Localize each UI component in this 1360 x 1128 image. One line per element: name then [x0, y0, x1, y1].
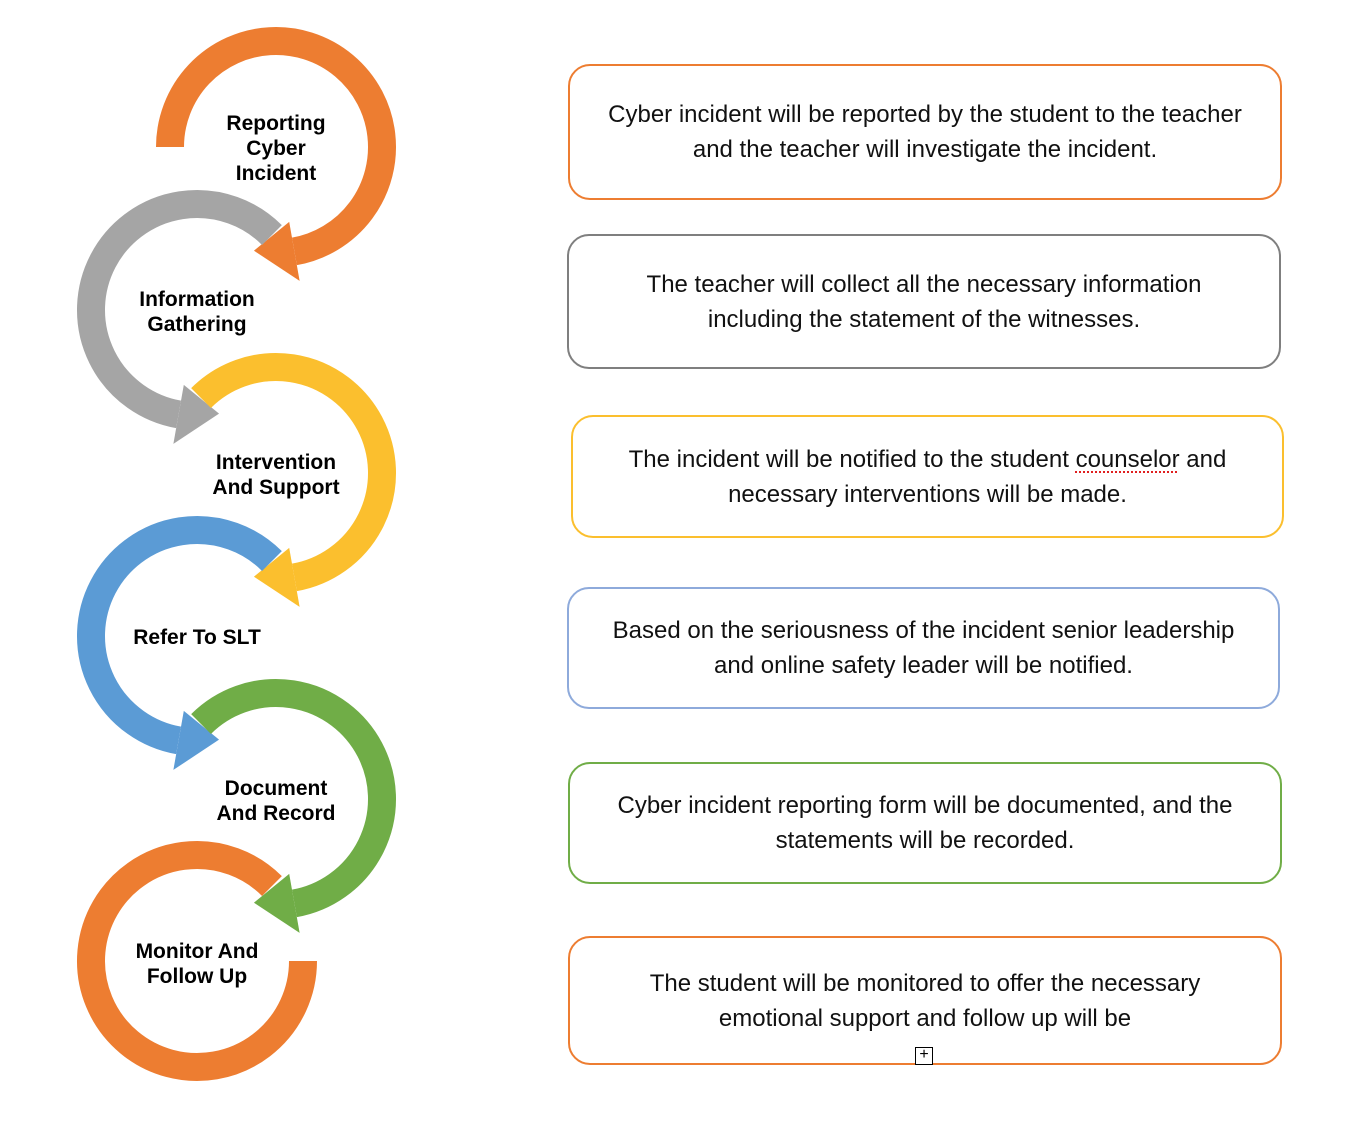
arrowhead-refer [173, 710, 220, 770]
arrowhead-document [253, 873, 300, 933]
description-box-refer: Based on the seriousness of the incident… [567, 587, 1280, 709]
description-box-document: Cyber incident reporting form will be do… [568, 762, 1282, 884]
description-box-monitor: The student will be monitored to offer t… [568, 936, 1282, 1065]
description-text: The incident will be notified to the stu… [628, 445, 1227, 508]
description-box-intervention: The incident will be notified to the stu… [571, 415, 1284, 538]
step-label-refer: Refer To SLT [133, 626, 261, 649]
arc-document [191, 679, 396, 918]
description-text: The student will be monitored to offer t… [649, 970, 1201, 1032]
description-text: The teacher will collect all the necessa… [646, 270, 1202, 333]
arrowhead-reporting [253, 221, 300, 281]
arc-reporting [156, 27, 396, 266]
description-text: Cyber incident reporting form will be do… [617, 792, 1233, 854]
arc-refer [77, 516, 282, 755]
arrowhead-intervention [253, 547, 300, 607]
arrowhead-information [173, 384, 220, 444]
spellcheck-flagged-word[interactable]: counselor [1075, 445, 1180, 473]
arc-information [77, 190, 282, 429]
arc-monitor [77, 841, 317, 1081]
arc-intervention [191, 353, 396, 592]
description-box-reporting: Cyber incident will be reported by the s… [568, 64, 1282, 200]
description-text: Cyber incident will be reported by the s… [608, 101, 1242, 163]
description-text: Based on the seriousness of the incident… [612, 617, 1235, 679]
description-box-information: The teacher will collect all the necessa… [567, 234, 1281, 369]
plus-box-icon[interactable]: + [915, 1047, 933, 1065]
